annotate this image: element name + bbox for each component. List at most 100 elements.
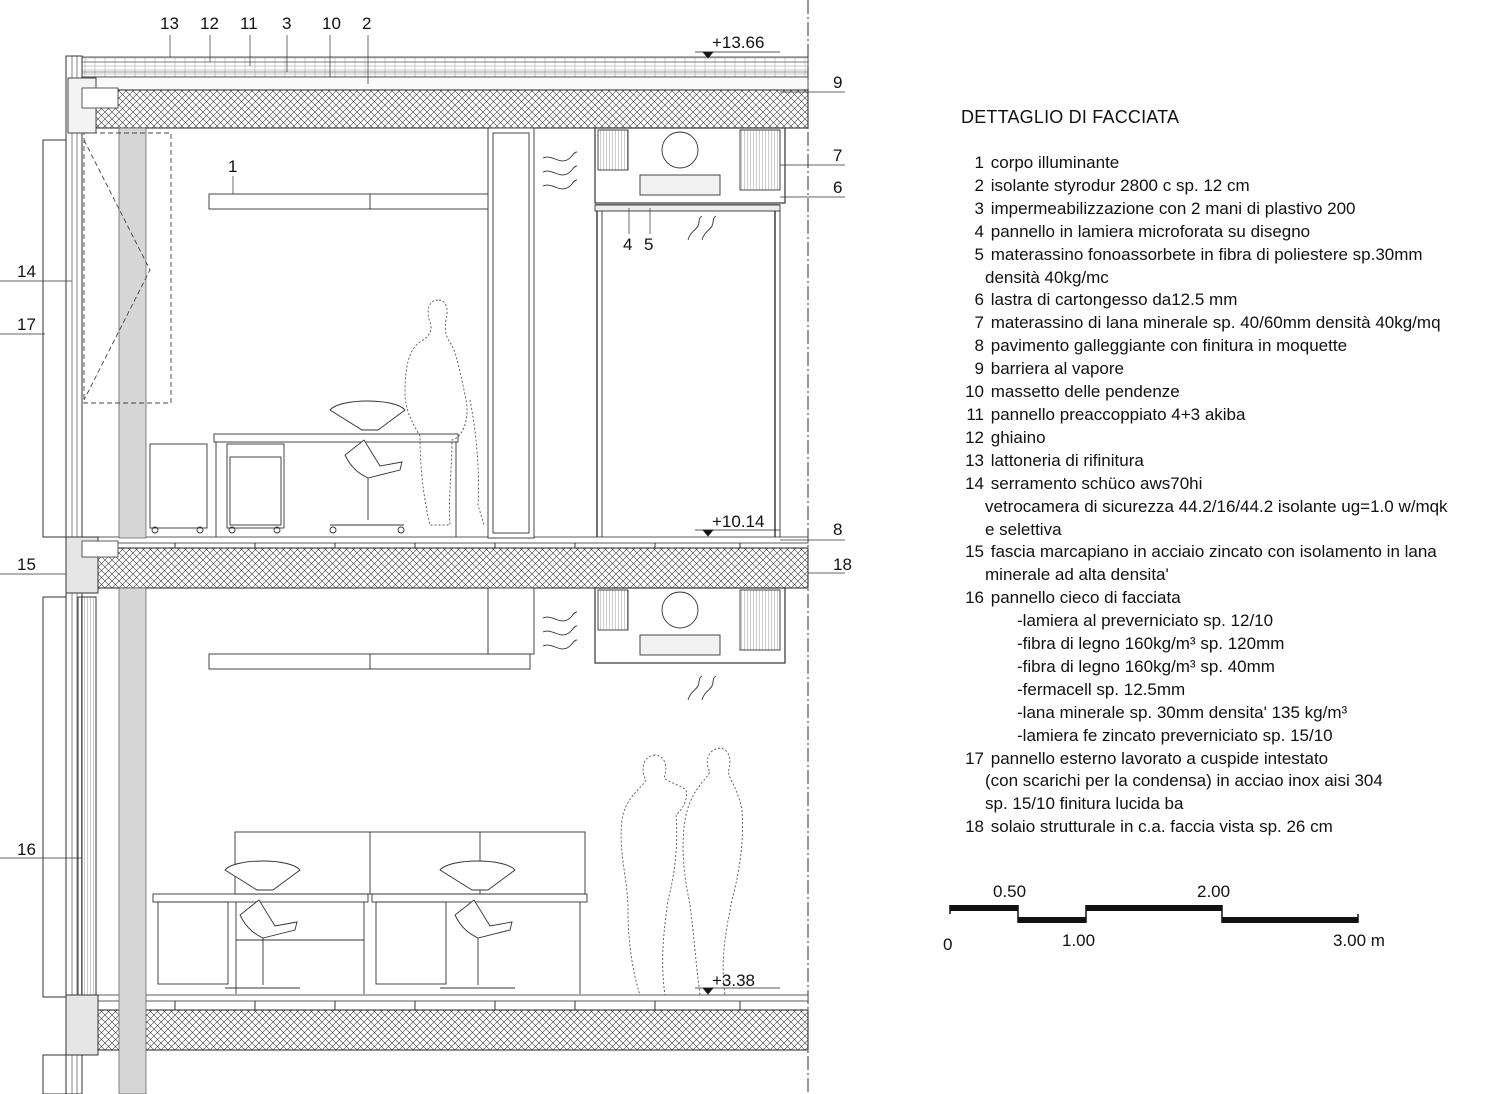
legend-item-text: lastra di cartongesso da12.5 mm bbox=[990, 290, 1238, 310]
callout-14: 14 bbox=[17, 262, 36, 281]
callout-12: 12 bbox=[200, 14, 219, 33]
callout-16: 16 bbox=[17, 840, 36, 859]
callout-6: 6 bbox=[833, 178, 842, 197]
sunshade-outline bbox=[83, 132, 172, 404]
legend-item: 18 solaio strutturale in c.a. faccia vis… bbox=[961, 816, 1491, 839]
legend-item-text: lattoneria di rifinitura bbox=[990, 450, 1144, 470]
top-leader-lines bbox=[169, 35, 369, 84]
elevation-bottom: +3.38 bbox=[712, 971, 755, 990]
structural-column-lower bbox=[118, 587, 147, 1094]
legend-item-number: 8 bbox=[974, 336, 984, 356]
elevation-markers bbox=[695, 51, 780, 995]
legend-item-number: 12 bbox=[965, 427, 984, 447]
legend-item-subline: -fermacell sp. 12.5mm bbox=[1017, 679, 1186, 699]
legend-item: 8 pavimento galleggiante con finitura in… bbox=[961, 335, 1491, 358]
legend-item: 7 materassino di lana minerale sp. 40/60… bbox=[961, 312, 1491, 335]
legend-item: 1 corpo illuminante bbox=[961, 152, 1491, 175]
legend-item-text: pannello in lamiera microforata su diseg… bbox=[990, 221, 1311, 241]
legend-item-number: 18 bbox=[965, 817, 984, 837]
legend-item: 12 ghiaino bbox=[961, 427, 1491, 450]
legend-title: DETTAGLIO DI FACCIATA bbox=[961, 107, 1180, 127]
scale-segment-1 bbox=[950, 905, 1018, 911]
callout-18: 18 bbox=[833, 555, 852, 574]
legend-item-number: 15 bbox=[965, 542, 984, 562]
scale-label-0: 0 bbox=[943, 935, 952, 954]
legend-item-number: 4 bbox=[974, 221, 984, 241]
human-figure-upper-2 bbox=[469, 399, 485, 526]
legend-item-number: 13 bbox=[965, 450, 984, 470]
legend-item-number: 6 bbox=[974, 290, 984, 310]
lower-room-furniture bbox=[152, 587, 786, 994]
callout-10: 10 bbox=[322, 14, 341, 33]
callout-2: 2 bbox=[362, 14, 371, 33]
legend-item-number: 11 bbox=[966, 404, 984, 424]
legend-item-text: materassino fonoassorbete in fibra di po… bbox=[990, 244, 1423, 264]
floor-slab-lower bbox=[81, 994, 809, 1051]
legend-item: 2 isolante styrodur 2800 c sp. 12 cm bbox=[961, 175, 1491, 198]
callout-15: 15 bbox=[17, 555, 36, 574]
callout-5: 5 bbox=[644, 235, 653, 254]
legend-item-text: pannello esterno lavorato a cuspide inte… bbox=[990, 748, 1329, 768]
structural-column bbox=[118, 127, 147, 539]
legend-item-continuation: densità 40kg/mc bbox=[985, 267, 1109, 287]
legend-item-continuation: vetrocamera di sicurezza 44.2/16/44.2 is… bbox=[985, 496, 1448, 516]
legend-item-text: isolante styrodur 2800 c sp. 12 cm bbox=[990, 175, 1250, 195]
legend-item-text: fascia marcapiano in acciaio zincato con… bbox=[990, 542, 1437, 562]
elevation-middle: +10.14 bbox=[712, 512, 764, 531]
human-figures-lower bbox=[620, 747, 743, 996]
legend-item-continuation: minerale ad alta densita' bbox=[985, 565, 1169, 585]
legend-item-number: 16 bbox=[965, 588, 984, 608]
legend-item: 6 lastra di cartongesso da12.5 mm bbox=[961, 289, 1491, 312]
callout-11: 11 bbox=[240, 14, 258, 33]
legend-item-number: 3 bbox=[974, 198, 984, 218]
left-leader-lines bbox=[0, 280, 82, 859]
callout-4: 4 bbox=[623, 235, 632, 254]
legend-item-text: barriera al vapore bbox=[990, 359, 1124, 379]
legend-item: 4 pannello in lamiera microforata su dis… bbox=[961, 221, 1491, 244]
legend-item-subline: -fibra di legno 160kg/m³ sp. 120mm bbox=[1017, 634, 1285, 654]
legend-item: 11 pannello preaccoppiato 4+3 akiba bbox=[961, 404, 1491, 427]
legend-item-subline: -lamiera al preverniciato sp. 12/10 bbox=[1017, 611, 1274, 631]
legend-item: 17 pannello esterno lavorato a cuspide i… bbox=[961, 748, 1491, 817]
callout-3: 3 bbox=[282, 14, 291, 33]
callout-7: 7 bbox=[833, 146, 842, 165]
facade-section-drawing: 13 12 11 3 10 2 +13.66 +10.14 +3.38 9 7 … bbox=[0, 0, 852, 1094]
legend-item-number: 2 bbox=[974, 175, 984, 195]
legend-item-text: massetto delle pendenze bbox=[990, 382, 1180, 402]
legend-item-text: pannello cieco di facciata bbox=[990, 588, 1181, 608]
legend-item-text: pannello preaccoppiato 4+3 akiba bbox=[990, 404, 1246, 424]
legend-item: 5 materassino fonoassorbete in fibra di … bbox=[961, 244, 1491, 290]
legend-panel: DETTAGLIO DI FACCIATA 1 corpo illuminant… bbox=[961, 106, 1491, 839]
legend-item-continuation: sp. 15/10 finitura lucida ba bbox=[985, 794, 1184, 814]
legend-item: 9 barriera al vapore bbox=[961, 358, 1491, 381]
right-leader-lines bbox=[780, 91, 845, 574]
legend-item-number: 7 bbox=[974, 313, 984, 333]
scale-label-300: 3.00 m bbox=[1333, 931, 1385, 950]
legend-item-number: 1 bbox=[974, 153, 984, 172]
legend-item: 15 fascia marcapiano in acciaio zincato … bbox=[961, 541, 1491, 587]
legend-item-number: 9 bbox=[974, 359, 984, 379]
legend-item-text: materassino di lana minerale sp. 40/60mm… bbox=[990, 313, 1441, 333]
legend-item-subline: -lamiera fe zincato preverniciato sp. 15… bbox=[1017, 725, 1333, 745]
callout-17: 17 bbox=[17, 315, 36, 334]
scale-segment-2 bbox=[1018, 917, 1086, 923]
legend-item-continuation: (con scarichi per la condensa) in acciao… bbox=[985, 771, 1383, 791]
hvac-unit-upper bbox=[594, 127, 786, 537]
floor-slab-upper bbox=[81, 536, 809, 589]
roof-assembly bbox=[81, 56, 809, 129]
callout-1: 1 bbox=[228, 157, 237, 176]
callout-9: 9 bbox=[833, 73, 842, 92]
scale-label-200: 2.00 bbox=[1197, 882, 1230, 901]
callout-8: 8 bbox=[833, 520, 842, 539]
upper-room-furniture bbox=[149, 127, 535, 539]
legend-item-text: impermeabilizzazione con 2 mani di plast… bbox=[990, 198, 1356, 218]
legend-item-number: 10 bbox=[965, 382, 984, 402]
legend-item-text: serramento schüco aws70hi bbox=[990, 473, 1203, 493]
legend-item: 16 pannello cieco di facciata -lamiera al… bbox=[961, 587, 1491, 747]
legend-item-text: solaio strutturale in c.a. faccia vista … bbox=[990, 817, 1333, 837]
scale-label-100: 1.00 bbox=[1062, 931, 1095, 950]
air-flow-marks bbox=[542, 151, 717, 701]
legend-item-subline: -fibra di legno 160kg/m³ sp. 40mm bbox=[1017, 656, 1275, 676]
legend-item: 13 lattoneria di rifinitura bbox=[961, 450, 1491, 473]
